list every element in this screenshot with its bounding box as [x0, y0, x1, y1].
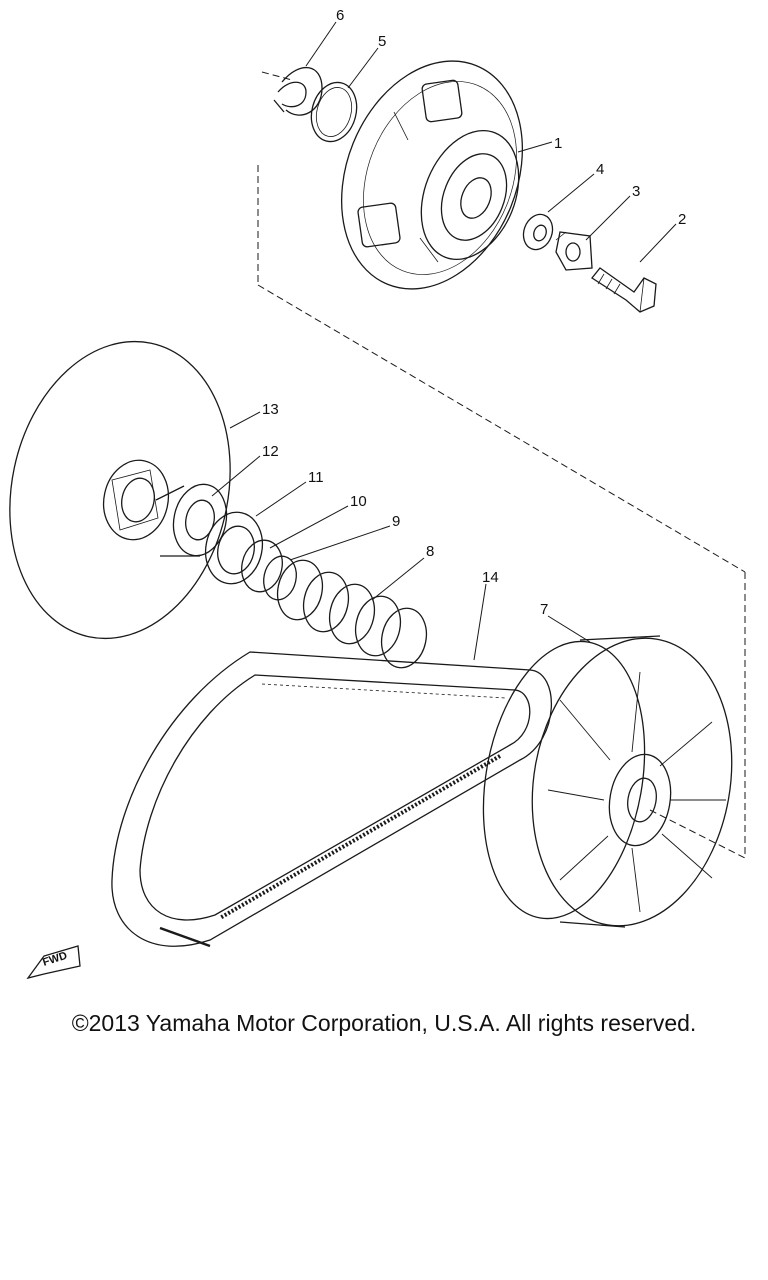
callout-12: 12	[262, 443, 279, 460]
copyright-notice: ©2013 Yamaha Motor Corporation, U.S.A. A…	[71, 1010, 697, 1036]
exploded-view-diagram: 1 2 3 4 5 6 7 8 9 10 11 12 13 14 FWD	[9, 7, 746, 980]
callout-4: 4	[596, 161, 604, 178]
part-3-lock-washer	[555, 231, 593, 271]
part-2-bolt	[591, 267, 657, 313]
callout-numbers: 1 2 3 4 5 6 7 8 9 10 11 12 13 14	[262, 7, 686, 618]
fwd-arrow-icon: FWD	[26, 945, 81, 980]
callout-5: 5	[378, 33, 386, 50]
part-9-seat	[263, 555, 297, 601]
callout-3: 3	[632, 183, 640, 200]
part-5-circlip	[310, 81, 358, 143]
callout-2: 2	[678, 211, 686, 228]
callout-14: 14	[482, 569, 499, 586]
reference-lines	[257, 71, 746, 859]
callout-13: 13	[262, 401, 279, 418]
callout-10: 10	[350, 493, 367, 510]
callout-6: 6	[336, 7, 344, 24]
part-12-collar	[155, 483, 228, 557]
part-13-sliding-sheave	[9, 340, 231, 640]
part-6-collar	[273, 66, 323, 116]
callout-11: 11	[308, 469, 324, 486]
part-1-fixed-sheave	[340, 60, 524, 290]
part-7-driven-pulley	[482, 635, 733, 928]
callout-1: 1	[554, 135, 562, 152]
callout-7: 7	[540, 601, 548, 618]
callout-9: 9	[392, 513, 400, 530]
callout-8: 8	[426, 543, 434, 560]
part-8-spring	[276, 559, 428, 669]
part-14-v-belt	[111, 651, 552, 948]
part-11-spring-seat	[204, 511, 264, 585]
part-10-ring	[241, 539, 283, 593]
part-4-washer	[522, 213, 554, 251]
leader-lines	[211, 21, 677, 661]
